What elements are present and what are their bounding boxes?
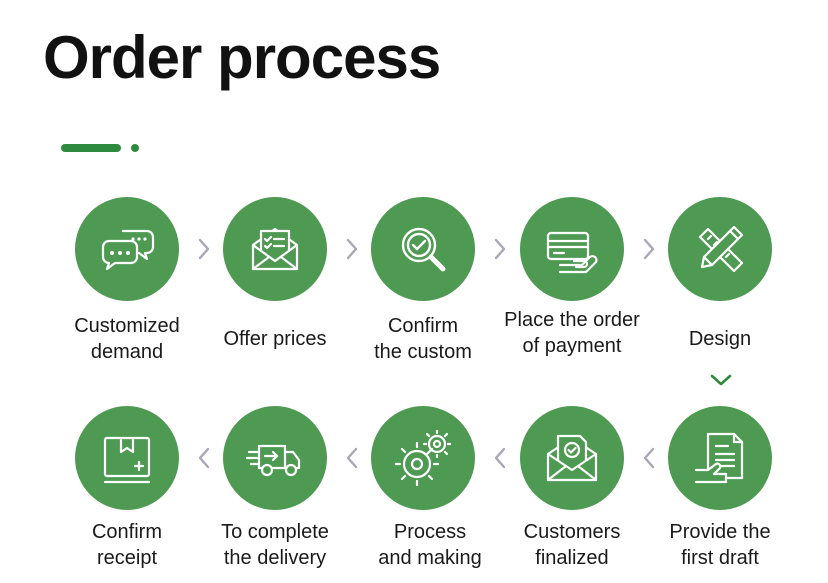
chat-bubbles-icon [101, 229, 155, 271]
step-9-label: To complete the delivery [221, 521, 329, 569]
arrow-right-1 [195, 235, 213, 263]
arrow-right-4 [640, 235, 658, 263]
credit-card-icon [546, 231, 598, 274]
arrow-left-1 [640, 444, 658, 472]
envelope-document-icon [251, 227, 299, 271]
accent-bar [61, 144, 121, 152]
arrow-left-2 [491, 444, 509, 472]
accent-dot [131, 144, 139, 152]
step-4-circle [520, 197, 624, 301]
step-4-label: Place the order of payment [504, 309, 640, 357]
step-1-label: Customized demand [74, 315, 180, 363]
arrow-left-4 [195, 444, 213, 472]
step-10-circle [75, 406, 179, 510]
step-2-label: Offer prices [223, 328, 327, 350]
arrow-down [707, 371, 735, 389]
magnifier-check-icon [401, 227, 446, 272]
step-9-circle [223, 406, 327, 510]
ruler-pencil-icon [698, 225, 744, 273]
delivery-truck-icon [245, 444, 301, 477]
step-7-circle [520, 406, 624, 510]
step-6-label: Provide the first draft [669, 521, 771, 569]
step-8-label: Process and making [378, 521, 482, 569]
step-8-circle [371, 406, 475, 510]
step-2-circle [223, 197, 327, 301]
document-hand-icon [694, 432, 744, 484]
arrow-left-3 [343, 444, 361, 472]
envelope-check-icon [546, 434, 598, 482]
step-3-label: Confirm the custom [374, 315, 472, 363]
step-6-circle [668, 406, 772, 510]
step-5-circle [668, 197, 772, 301]
package-box-icon [103, 436, 151, 484]
gears-icon [394, 429, 452, 487]
arrow-right-2 [343, 235, 361, 263]
step-3-circle [371, 197, 475, 301]
step-1-circle [75, 197, 179, 301]
arrow-right-3 [491, 235, 509, 263]
step-7-label: Customers finalized [523, 521, 621, 569]
step-10-label: Confirm receipt [91, 521, 162, 569]
page-title: Order process [43, 24, 441, 91]
step-5-label: Design [688, 328, 752, 350]
